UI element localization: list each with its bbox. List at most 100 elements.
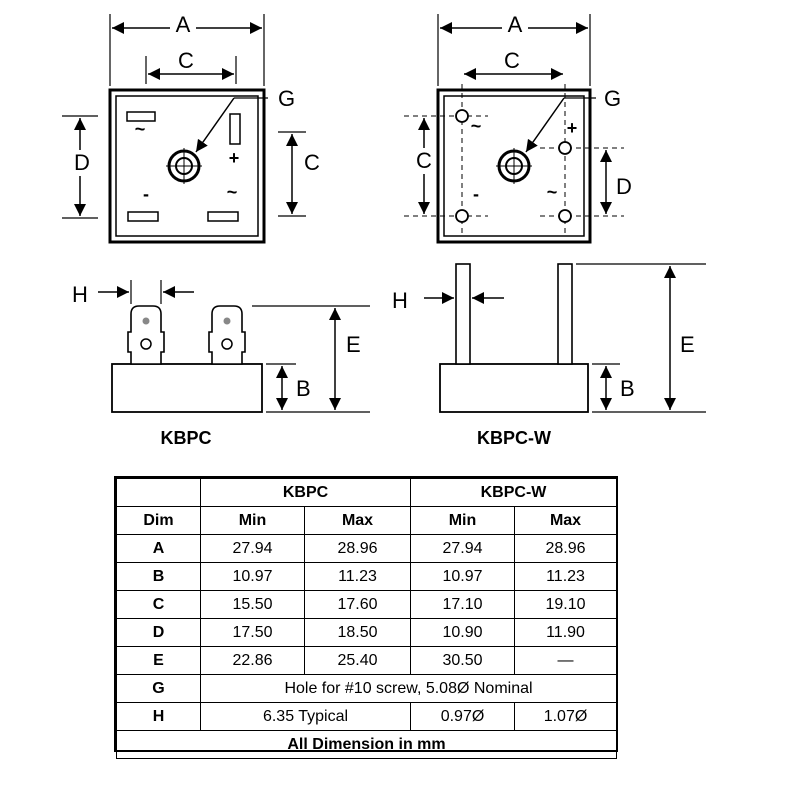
kbpc-top-view: ~ + - ~ A C D C G xyxy=(62,12,320,244)
kbpcw-side-view: H B E KBPC-W xyxy=(392,263,706,448)
table-footer-row: All Dimension in mm xyxy=(115,730,618,759)
kbpcw-top-view: ~ + - ~ A C C D G xyxy=(404,12,632,244)
kbpc-body-inner-outline xyxy=(115,95,259,237)
kbpc-g-label: G xyxy=(278,86,295,111)
kbpc-ac-symbol-1: ~ xyxy=(135,119,146,139)
table-footer-note: All Dimension in mm xyxy=(115,730,618,759)
cell-kbpc-min: 15.50 xyxy=(200,590,305,619)
cell-kbpcw-max: — xyxy=(513,646,618,675)
cell-h-kbpcw-min: 0.97Ø xyxy=(410,702,515,731)
kbpc-dim-c-vertical-label: C xyxy=(304,150,320,175)
table-row: A 27.94 28.96 27.94 28.96 xyxy=(116,534,618,563)
kbpcw-dim-c-vertical-label: C xyxy=(416,148,432,173)
cell-kbpc-max: 17.60 xyxy=(304,590,411,619)
table-row: E 22.86 25.40 30.50 — xyxy=(116,646,618,675)
kbpc-terminal-slot-bl xyxy=(127,211,159,222)
cell-dim: D xyxy=(116,618,201,647)
cell-dim: E xyxy=(116,646,201,675)
cell-dim: A xyxy=(116,534,201,563)
group-header-kbpcw: KBPC-W xyxy=(409,478,618,507)
dimension-table: KBPC KBPC-W Dim Min Max Min Max A 27.94 … xyxy=(115,478,618,759)
kbpcw-plus-symbol: + xyxy=(567,118,578,138)
kbpc-dim-c-horizontal-label: C xyxy=(178,48,194,73)
kbpc-side-view: H B E KBPC xyxy=(72,280,370,448)
header-kbpc-max: Max xyxy=(304,506,411,535)
cell-kbpcw-min: 30.50 xyxy=(410,646,515,675)
kbpcw-side-body xyxy=(439,363,589,413)
table-row-h: H 6.35 Typical 0.97Ø 1.07Ø xyxy=(116,702,618,731)
kbpcw-dim-e-label: E xyxy=(680,332,695,357)
table-row: B 10.97 11.23 10.97 11.23 xyxy=(116,562,618,591)
kbpc-caption: KBPC xyxy=(160,428,211,448)
cell-h-kbpc: 6.35 Typical xyxy=(200,702,411,731)
cell-kbpcw-max: 28.96 xyxy=(513,534,618,563)
table-row: C 15.50 17.60 17.10 19.10 xyxy=(116,590,618,619)
kbpc-faston-terminal-right xyxy=(208,305,246,365)
kbpcw-body-inner-outline xyxy=(443,95,585,237)
cell-kbpc-max: 28.96 xyxy=(304,534,411,563)
kbpcw-g-label: G xyxy=(604,86,621,111)
table-corner-cell xyxy=(116,478,201,507)
kbpcw-dim-h-label: H xyxy=(392,288,408,313)
cell-dim: C xyxy=(116,590,201,619)
kbpc-minus-symbol: - xyxy=(143,184,149,204)
kbpc-dim-e-label: E xyxy=(346,332,361,357)
kbpcw-g-leader-arrow xyxy=(525,97,565,153)
cell-kbpc-min: 17.50 xyxy=(200,618,305,647)
header-dim: Dim xyxy=(116,506,201,535)
kbpcw-pin-hole-r2 xyxy=(558,209,572,223)
kbpcw-ac-symbol-1: ~ xyxy=(471,116,482,136)
cell-kbpcw-min: 10.97 xyxy=(410,562,515,591)
kbpcw-pin-hole-bl xyxy=(455,209,469,223)
cell-dim: G xyxy=(116,674,201,703)
cell-g-description: Hole for #10 screw, 5.08Ø Nominal xyxy=(199,674,618,703)
kbpcw-minus-symbol: - xyxy=(473,184,479,204)
header-kbpcw-max: Max xyxy=(513,506,618,535)
cell-kbpcw-max: 19.10 xyxy=(513,590,618,619)
header-kbpcw-min: Min xyxy=(410,506,515,535)
cell-kbpc-min: 27.94 xyxy=(200,534,305,563)
kbpcw-wire-lead-right xyxy=(557,263,573,365)
cell-dim: B xyxy=(116,562,201,591)
table-row-g: G Hole for #10 screw, 5.08Ø Nominal xyxy=(116,674,618,703)
header-kbpc-min: Min xyxy=(200,506,305,535)
cell-kbpc-max: 25.40 xyxy=(304,646,411,675)
kbpcw-dim-a-label: A xyxy=(508,12,523,37)
kbpcw-pin-hole-tl xyxy=(455,109,469,123)
cell-kbpcw-min: 17.10 xyxy=(410,590,515,619)
kbpc-faston-terminal-left xyxy=(127,305,165,365)
kbpc-dim-b-label: B xyxy=(296,376,311,401)
kbpcw-dim-d-label: D xyxy=(616,174,632,199)
kbpc-g-leader-arrow xyxy=(195,97,235,153)
kbpc-terminal-slot-br xyxy=(207,211,239,222)
table-row: D 17.50 18.50 10.90 11.90 xyxy=(116,618,618,647)
cell-kbpcw-min: 27.94 xyxy=(410,534,515,563)
cell-kbpcw-max: 11.23 xyxy=(513,562,618,591)
table-group-header-row: KBPC KBPC-W xyxy=(116,478,618,507)
dimension-table-frame: KBPC KBPC-W Dim Min Max Min Max A 27.94 … xyxy=(114,476,618,759)
cell-kbpc-max: 11.23 xyxy=(304,562,411,591)
cell-kbpc-min: 10.97 xyxy=(200,562,305,591)
package-outline-drawing: ~ + - ~ A C D C G xyxy=(62,12,706,448)
kbpc-dim-h-label: H xyxy=(72,282,88,307)
cell-dim: H xyxy=(116,702,201,731)
kbpc-dim-d-label: D xyxy=(74,150,90,175)
kbpc-plus-symbol: + xyxy=(229,148,240,168)
kbpcw-caption: KBPC-W xyxy=(477,428,551,448)
kbpc-side-body xyxy=(111,363,263,413)
cell-kbpc-min: 22.86 xyxy=(200,646,305,675)
kbpcw-ac-symbol-2: ~ xyxy=(547,182,558,202)
group-header-kbpc: KBPC xyxy=(200,478,411,507)
kbpc-terminal-slot-tl xyxy=(126,111,156,122)
cell-h-kbpcw-max: 1.07Ø xyxy=(513,702,618,731)
kbpcw-dim-c-horizontal-label: C xyxy=(504,48,520,73)
kbpc-ac-symbol-2: ~ xyxy=(227,182,238,202)
cell-kbpcw-max: 11.90 xyxy=(513,618,618,647)
kbpc-terminal-slot-tr xyxy=(229,113,241,145)
cell-kbpc-max: 18.50 xyxy=(304,618,411,647)
kbpc-dim-a-label: A xyxy=(176,12,191,37)
kbpcw-pin-hole-r1 xyxy=(558,141,572,155)
cell-kbpcw-min: 10.90 xyxy=(410,618,515,647)
kbpcw-wire-lead-left xyxy=(455,263,471,365)
table-sub-header-row: Dim Min Max Min Max xyxy=(116,506,618,535)
